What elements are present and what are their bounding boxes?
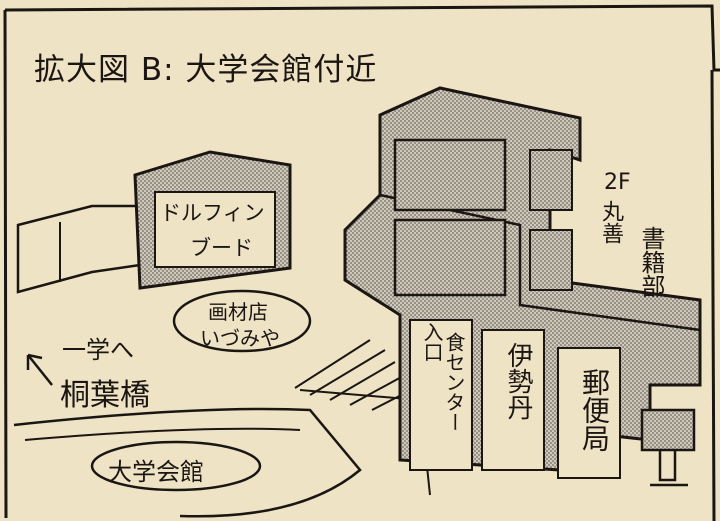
hall-oval-label: 大学会館 <box>108 458 204 486</box>
arrow-icon <box>26 353 53 386</box>
small-building-label: ドルフィン <box>160 201 265 225</box>
post-office-label: 郵便局 <box>578 368 611 452</box>
storefront-food <box>409 319 473 471</box>
shop-oval <box>172 289 312 353</box>
hall-oval <box>90 440 262 492</box>
road-edge <box>24 427 301 441</box>
frame-border <box>3 4 720 521</box>
book-dept-label: 書籍部 <box>637 226 665 298</box>
crosswalk <box>294 339 416 411</box>
shop-label-2: いづみや <box>200 326 280 350</box>
bridge-label: 桐葉橋 <box>60 378 150 413</box>
left-wall <box>16 204 142 294</box>
side-window-top <box>529 149 573 211</box>
mailbox <box>640 408 696 452</box>
storefront-ise <box>481 329 545 471</box>
floor-label: 2F <box>604 170 631 195</box>
storefront-post <box>557 347 621 479</box>
side-window-bottom <box>529 229 573 291</box>
entrance-label: 入口 <box>420 322 444 362</box>
road-curve <box>13 407 362 518</box>
ise-label: 伊勢丹 <box>503 342 533 420</box>
mailbox-post <box>650 450 688 487</box>
small-building-sign <box>154 191 276 268</box>
map-title: 拡大図 B: 大学会館付近 <box>34 52 378 88</box>
hall-upper-window <box>393 138 507 212</box>
hall-lower-window <box>393 218 507 297</box>
food-center-label: 食センター <box>442 332 466 432</box>
to-university-label: 一学へ <box>62 336 134 364</box>
small-building-label-2: ブード <box>190 236 253 260</box>
maruzen-label: 丸善 <box>598 200 623 244</box>
shop-label-1: 画材店 <box>208 300 268 324</box>
